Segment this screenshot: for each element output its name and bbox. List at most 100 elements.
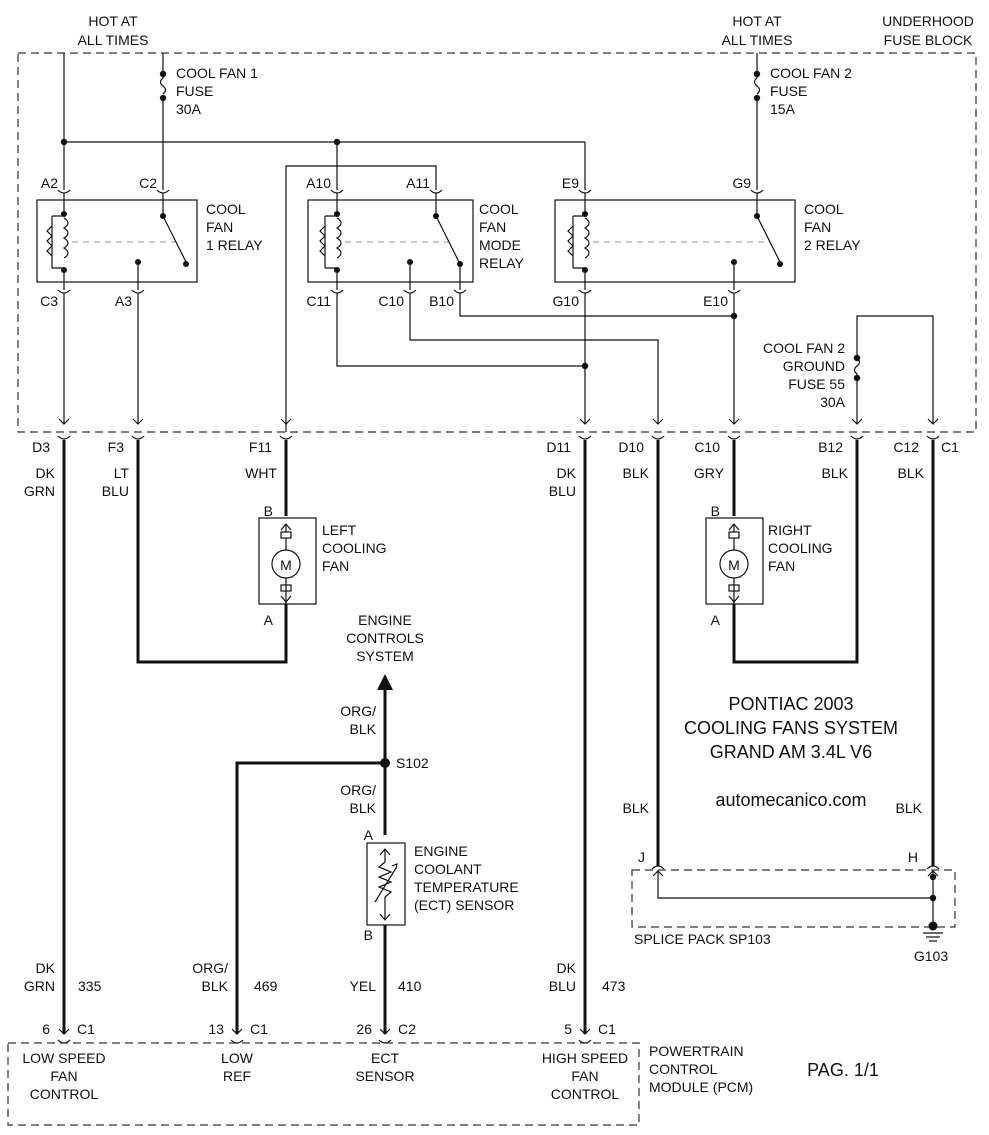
sp-pin-j: J <box>638 849 645 865</box>
org-blk-mid-2: BLK <box>350 800 377 816</box>
relay1-line1: COOL <box>206 201 246 217</box>
right-fan-line3: FAN <box>768 558 795 574</box>
fuse-55-symbol <box>853 315 934 424</box>
pcm-pin-26-conn: C2 <box>398 1021 416 1037</box>
pcm-label-1: POWERTRAIN <box>649 1043 744 1059</box>
pcm-410-color: YEL <box>350 978 377 994</box>
fuse55-line2: GROUND <box>783 358 845 374</box>
hot-left-line1: HOT AT <box>88 13 138 29</box>
d3-color-2: GRN <box>24 483 55 499</box>
left-cooling-fan: B M A LEFT COOLING FAN <box>258 503 387 628</box>
mode-relay-line1: COOL <box>479 201 519 217</box>
pin-c10: C10 <box>378 293 404 309</box>
relay1-switch <box>135 200 189 282</box>
pcm-pin-5-name-2: FAN <box>571 1068 598 1084</box>
pcm-pin-26-name-2: SENSOR <box>355 1068 414 1084</box>
fuse55-line4: 30A <box>820 394 846 410</box>
conn-c12: C12 <box>893 439 919 455</box>
org-blk-top-1: ORG/ <box>340 703 376 719</box>
ect-pin-b: B <box>364 927 373 943</box>
ect-pin-a: A <box>364 827 374 843</box>
fuse2-line2: FUSE <box>770 83 807 99</box>
conn-b12: B12 <box>818 439 843 455</box>
title-line1: PONTIAC 2003 <box>728 694 853 714</box>
ecs-line3: SYSTEM <box>356 648 414 664</box>
fuse-block-outline <box>17 52 977 433</box>
pcm-335-circuit: 335 <box>78 978 102 994</box>
pcm-pin-13-name-2: REF <box>223 1068 251 1084</box>
pcm-469-color-1: ORG/ <box>192 960 228 976</box>
right-fan-line1: RIGHT <box>768 522 812 538</box>
left-fan-pin-b: B <box>264 503 273 519</box>
pcm-pin-6-name-2: FAN <box>50 1068 77 1084</box>
pcm-pin-6-name-3: CONTROL <box>30 1086 99 1102</box>
pcm-outline <box>7 1042 640 1126</box>
pcm-label-3: MODULE (PCM) <box>649 1079 753 1095</box>
mode-relay-line2: FAN <box>479 219 506 235</box>
mode-relay-switch <box>407 200 463 282</box>
left-fan-line2: COOLING <box>322 540 387 556</box>
b12-color: BLK <box>822 465 849 481</box>
pcm-pin-13-conn: C1 <box>250 1021 268 1037</box>
f3-color-1: LT <box>114 465 130 481</box>
pcm-pin-6-conn: C1 <box>77 1021 95 1037</box>
site-label: automecanico.com <box>715 790 866 810</box>
relay1-line3: 1 RELAY <box>206 237 263 253</box>
left-fan-line1: LEFT <box>322 522 357 538</box>
hot-left-line2: ALL TIMES <box>78 32 149 48</box>
hot-right-line1: HOT AT <box>732 13 782 29</box>
ground-label: G103 <box>914 948 948 964</box>
conn-d10: D10 <box>618 439 644 455</box>
mode-relay-coil <box>319 200 342 282</box>
pin-a2: A2 <box>41 175 58 191</box>
pcm-pin-5-num: 5 <box>564 1021 572 1037</box>
ect-line4: (ECT) SENSOR <box>414 897 514 913</box>
blk-left: BLK <box>623 800 650 816</box>
ect-line2: COOLANT <box>414 861 482 877</box>
pcm-410-circuit: 410 <box>398 978 422 994</box>
splice-label: S102 <box>396 755 429 771</box>
pin-e9: E9 <box>562 175 579 191</box>
ect-sensor: A B ENGINE COOLANT TEMPERATURE (ECT) SEN… <box>364 827 519 943</box>
left-fan-pin-a: A <box>264 612 274 628</box>
pcm-pin-26-num: 26 <box>356 1021 372 1037</box>
right-cooling-fan: B M A RIGHT COOLING FAN <box>705 503 833 628</box>
conn-d11: D11 <box>546 439 571 455</box>
d3-color-1: DK <box>36 465 56 481</box>
org-blk-mid-1: ORG/ <box>340 782 376 798</box>
conn-d3: D3 <box>32 439 50 455</box>
ground-icon <box>923 932 943 942</box>
left-fan-line3: FAN <box>322 558 349 574</box>
pin-g10: G10 <box>553 293 580 309</box>
pin-a10: A10 <box>306 175 331 191</box>
pcm-label-2: CONTROL <box>649 1061 718 1077</box>
fuse-block-label-2: FUSE BLOCK <box>884 32 973 48</box>
relay2-switch <box>731 200 783 282</box>
pin-c11: C11 <box>306 293 331 309</box>
relay2-line2: FAN <box>804 219 831 235</box>
d11-color-1: DK <box>557 465 577 481</box>
relay2-coil <box>567 200 590 282</box>
page-number: PAG. 1/1 <box>807 1060 879 1080</box>
d10-color: BLK <box>623 465 650 481</box>
c10-color: GRY <box>694 465 725 481</box>
pcm-pin-13-name-1: LOW <box>221 1050 254 1066</box>
conn-f3: F3 <box>108 439 125 455</box>
ect-line3: TEMPERATURE <box>414 879 519 895</box>
fuse55-line3: FUSE 55 <box>788 376 845 392</box>
pin-g9: G9 <box>732 175 751 191</box>
fuse55-line1: COOL FAN 2 <box>763 340 845 356</box>
c12-color: BLK <box>898 465 925 481</box>
d11-color-2: BLU <box>549 483 576 499</box>
wire-blk-b12 <box>732 440 859 664</box>
mode-relay-line4: RELAY <box>479 255 525 271</box>
mode-relay-line3: MODE <box>479 237 521 253</box>
f11-color: WHT <box>245 465 277 481</box>
conn-f11: F11 <box>249 439 272 455</box>
fuse-symbol-1 <box>159 77 167 95</box>
sp-pin-h: H <box>908 849 918 865</box>
wire-lt-blu <box>136 440 288 664</box>
pcm-pin-5-conn: C1 <box>598 1021 616 1037</box>
pin-a11: A11 <box>406 175 430 191</box>
title-line3: GRAND AM 3.4L V6 <box>710 742 872 762</box>
